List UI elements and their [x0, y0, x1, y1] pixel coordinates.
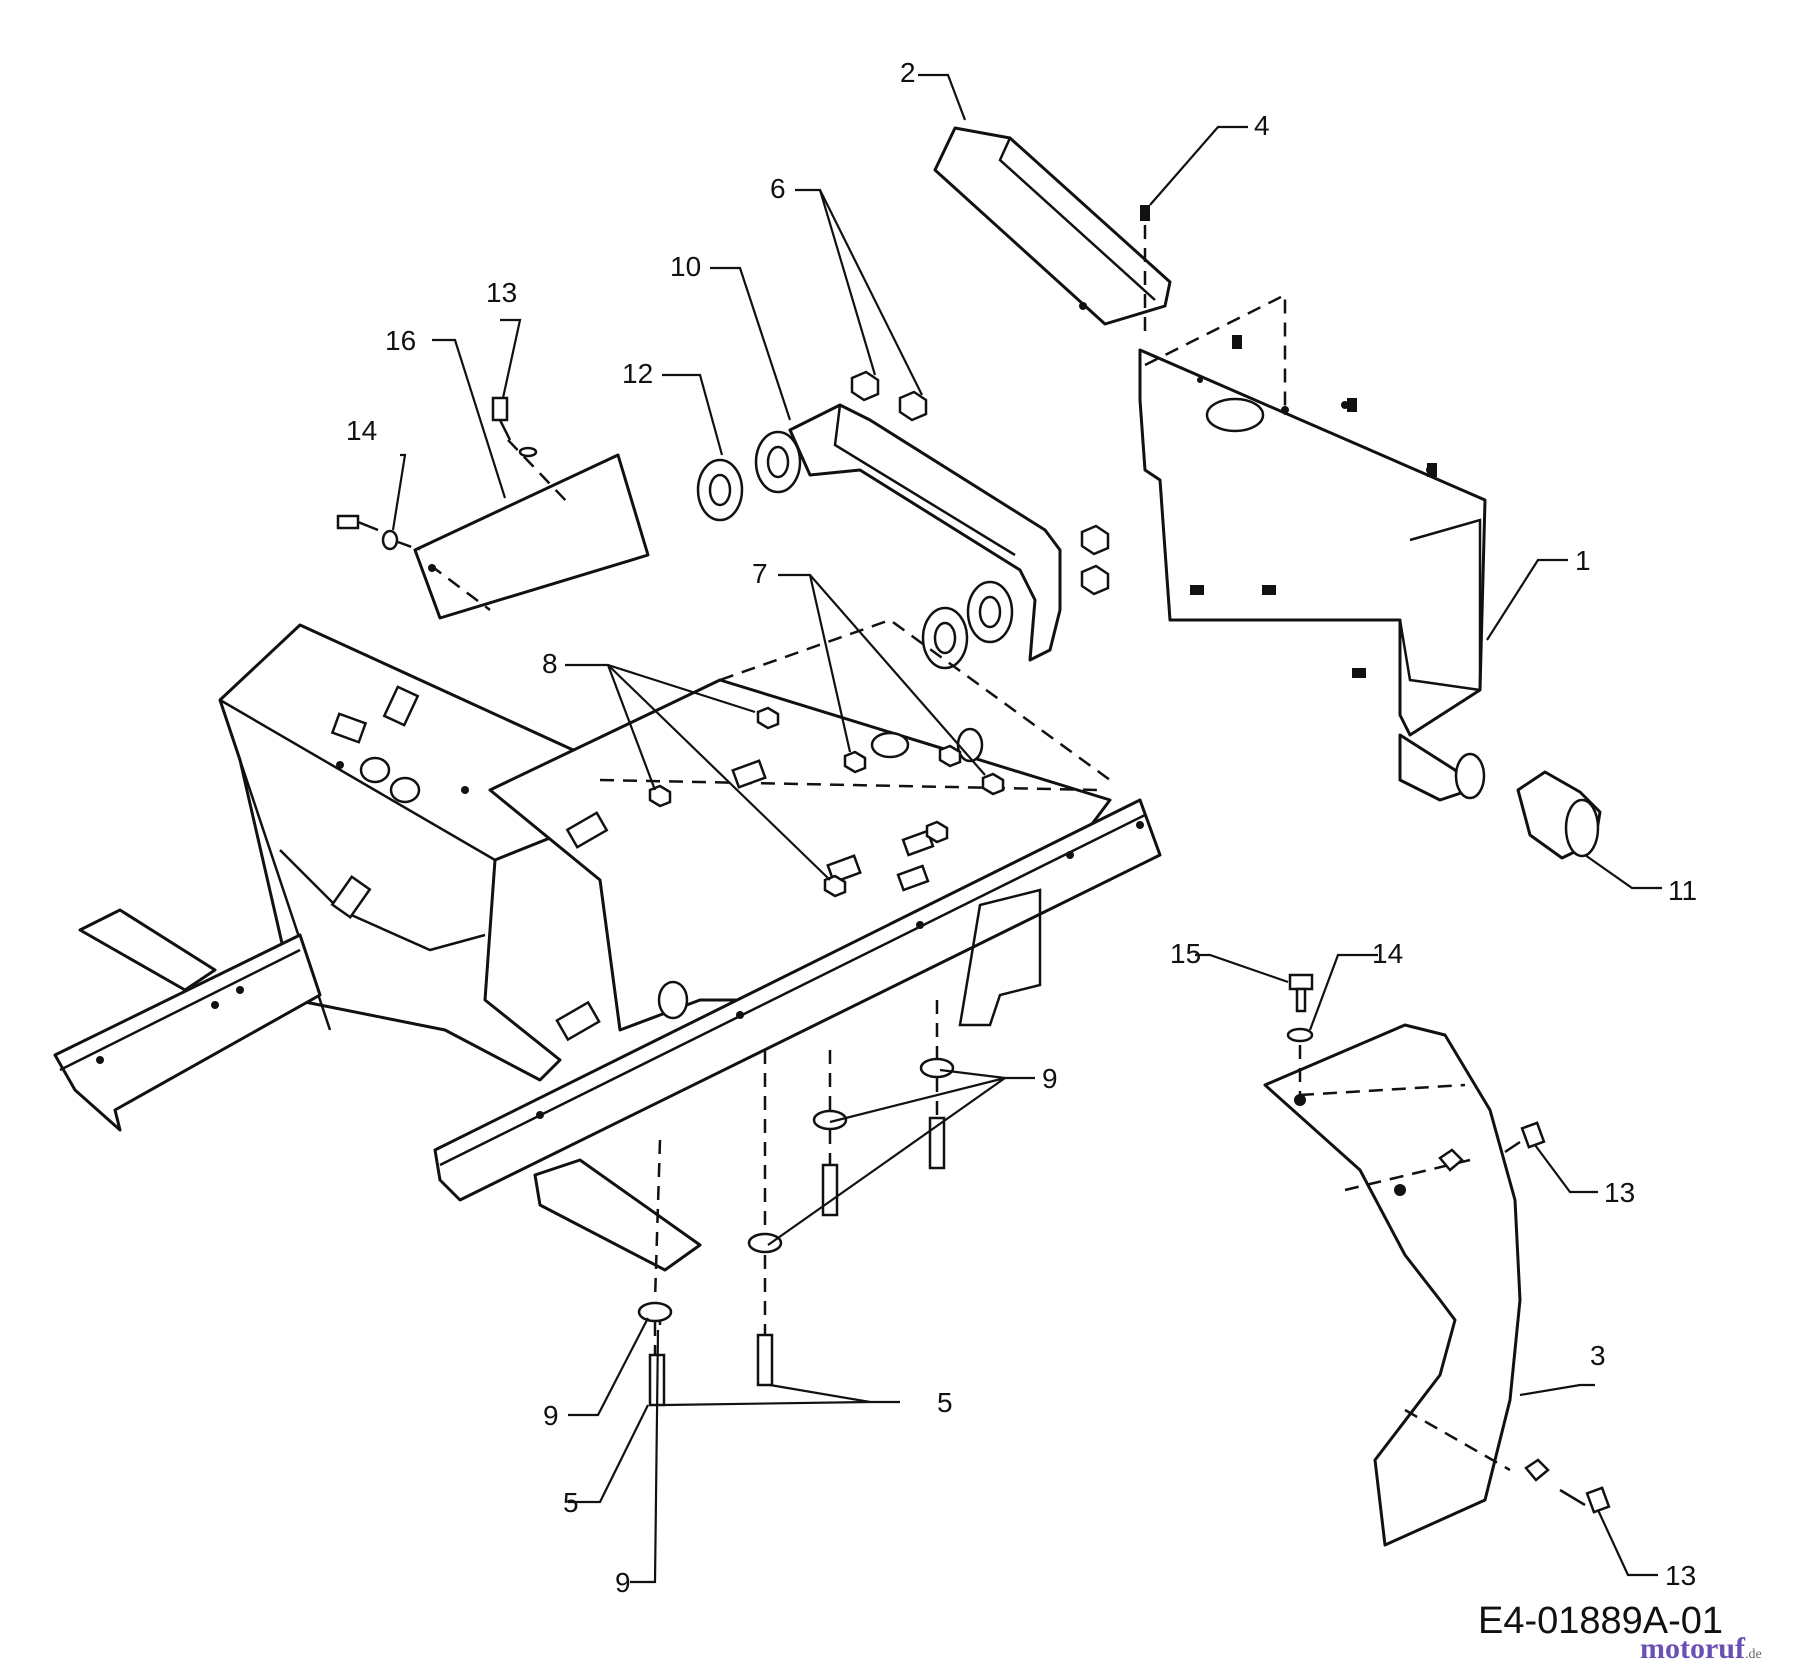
callout-14-upper: 14 — [346, 415, 377, 446]
callout-10: 10 — [670, 251, 701, 282]
callout-13-right: 13 — [1604, 1177, 1635, 1208]
callout-7: 7 — [752, 558, 768, 589]
callout-14-right: 14 — [1372, 938, 1403, 969]
part-1-housing — [1138, 292, 1487, 802]
callout-1: 1 — [1575, 545, 1591, 576]
callout-13-upper: 13 — [486, 277, 517, 308]
callout-9-left: 9 — [543, 1400, 559, 1431]
part-2-top-cover — [933, 126, 1172, 326]
callout-2: 2 — [900, 57, 916, 88]
callout-8: 8 — [542, 648, 558, 679]
callout-15: 15 — [1170, 938, 1201, 969]
callout-13-bottom: 13 — [1665, 1560, 1696, 1591]
callout-9-right: 9 — [1042, 1063, 1058, 1094]
watermark-suffix: .de — [1744, 1647, 1762, 1662]
callout-9-bottom: 9 — [615, 1567, 631, 1598]
callout-11: 11 — [1668, 875, 1697, 906]
part-3-right-shield — [1263, 1023, 1550, 1547]
part-10-exhaust-pipe — [696, 403, 1062, 670]
drawing-code: E4-01889A-01 — [1478, 1600, 1724, 1642]
watermark-main: motoruf — [1640, 1632, 1745, 1665]
callout-5-left: 5 — [563, 1487, 579, 1518]
callout-3: 3 — [1590, 1340, 1606, 1371]
part-11-tail-pipe — [1516, 770, 1602, 860]
frame-hardware — [648, 706, 1005, 898]
main-frame — [53, 618, 1162, 1272]
callout-6: 6 — [770, 173, 786, 204]
leader-lines — [391, 73, 1662, 1584]
callouts: 2 4 6 10 12 13 16 14 1 7 8 11 15 14 9 13… — [346, 57, 1697, 1598]
callout-5-center: 5 — [937, 1387, 953, 1418]
callout-4: 4 — [1254, 110, 1270, 141]
watermark-logo: motoruf.de — [1640, 1632, 1762, 1666]
callout-16: 16 — [385, 325, 416, 356]
part-16-left-shield — [413, 439, 650, 620]
callout-12: 12 — [622, 358, 653, 389]
part-6-nuts — [850, 370, 1110, 596]
fasteners — [336, 205, 1611, 1514]
